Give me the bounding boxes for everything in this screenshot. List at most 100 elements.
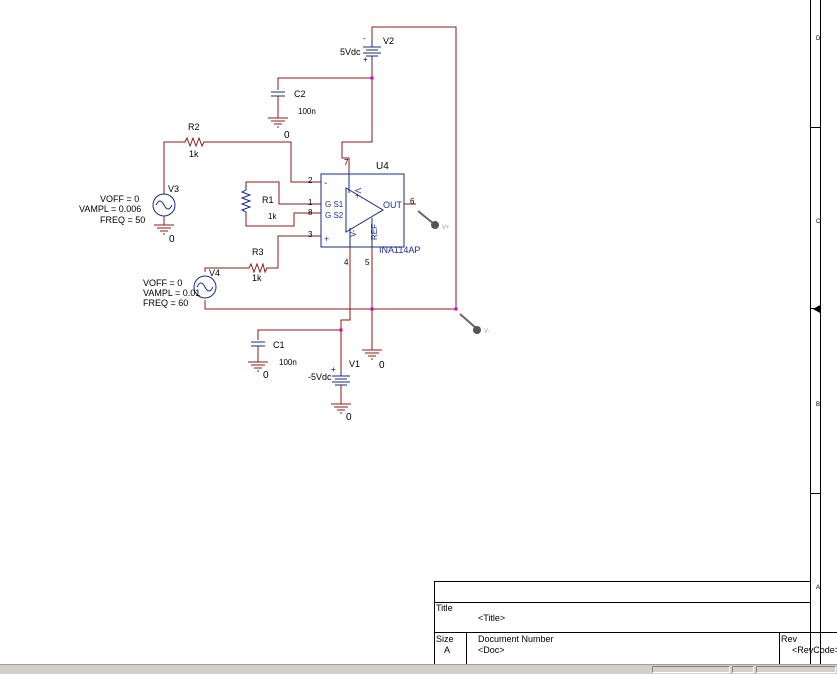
wire-v3-r2[interactable] bbox=[163, 141, 181, 194]
v2-value-label: 5Vdc bbox=[340, 47, 361, 57]
wires bbox=[163, 26, 457, 372]
v2-ref-label: V2 bbox=[383, 36, 394, 46]
pin-number: 1 bbox=[308, 198, 313, 207]
ground-label: 0 bbox=[169, 234, 175, 245]
docnum-label: Document Number bbox=[478, 634, 554, 644]
pin-number: 8 bbox=[308, 208, 313, 217]
pin-gs2-label: G S2 bbox=[325, 211, 344, 220]
zone-b-label: B bbox=[816, 402, 820, 408]
r2-value-label: 1k bbox=[189, 149, 199, 159]
v4-ref-label: V4 bbox=[209, 268, 220, 278]
ground-symbol: 0 bbox=[154, 224, 175, 245]
wire-vplus[interactable] bbox=[341, 78, 373, 175]
ground-symbol: 0 bbox=[362, 349, 385, 371]
voltage-probe-return[interactable]: V- bbox=[459, 313, 490, 335]
u4-ref-label: U4 bbox=[376, 161, 389, 172]
v4-voff-label: VOFF = 0 bbox=[143, 278, 182, 288]
pin-out-label: OUT bbox=[383, 200, 403, 210]
center-arrow-icon bbox=[813, 305, 820, 313]
wire-r3-pin3[interactable] bbox=[268, 235, 321, 269]
opamp-triangle-icon bbox=[345, 187, 384, 233]
battery-v2[interactable]: - + V2 5Vdc bbox=[340, 34, 394, 64]
voltage-probe-out[interactable]: V+ bbox=[417, 210, 450, 231]
pin-vminus-label: V- bbox=[349, 229, 358, 237]
resistor-r2[interactable]: R2 1k bbox=[181, 122, 207, 159]
c2-value-label: 100n bbox=[298, 107, 316, 116]
v3-vampl-label: VAMPL = 0.006 bbox=[79, 204, 141, 214]
zone-a-label: A bbox=[816, 585, 820, 591]
r3-value-label: 1k bbox=[252, 273, 262, 283]
wire-v4-r3[interactable] bbox=[204, 267, 246, 272]
wire-r2-pin2[interactable] bbox=[207, 141, 321, 183]
pin-number: 4 bbox=[344, 258, 349, 267]
battery-v1[interactable]: + V1 -5Vdc bbox=[308, 359, 360, 404]
probe-mark: V+ bbox=[442, 225, 450, 231]
size-label: Size bbox=[436, 634, 454, 644]
probe-mark: V- bbox=[484, 329, 490, 335]
pin-plus-label: + bbox=[324, 234, 329, 244]
capacitor-c2[interactable]: C2 100n bbox=[271, 89, 316, 118]
r1-value-label: 1k bbox=[268, 212, 277, 221]
wire-c2[interactable] bbox=[277, 77, 372, 90]
sine-source-v3[interactable]: V3 VOFF = 0 VAMPL = 0.006 FREQ = 50 bbox=[79, 184, 179, 225]
ground-label: 0 bbox=[346, 412, 352, 423]
resistor-r1[interactable]: R1 1k bbox=[240, 185, 277, 221]
wire-v2-top[interactable] bbox=[371, 26, 457, 309]
zone-d-label: D bbox=[816, 36, 821, 42]
r3-ref-label: R3 bbox=[252, 247, 264, 257]
v3-freq-label: FREQ = 50 bbox=[100, 215, 145, 225]
title-label: Title bbox=[436, 603, 453, 613]
probe-icon bbox=[431, 221, 439, 229]
status-cell bbox=[732, 666, 754, 673]
wire-return[interactable] bbox=[204, 300, 456, 310]
c1-ref-label: C1 bbox=[273, 340, 285, 350]
r1-ref-label: R1 bbox=[262, 195, 274, 205]
resistor-r3[interactable]: R3 1k bbox=[246, 247, 268, 283]
v1-ref-label: V1 bbox=[349, 359, 360, 369]
wire-vminus[interactable] bbox=[340, 247, 351, 330]
probe-stem bbox=[459, 313, 477, 329]
title-block: Title <Title> Size A Document Number <Do… bbox=[434, 581, 837, 664]
wire-c1[interactable] bbox=[257, 329, 341, 340]
ground-symbol: 0 bbox=[331, 403, 352, 423]
pin-gs1-label: G S1 bbox=[325, 200, 344, 209]
u4-part-label: INA114AP bbox=[379, 245, 420, 255]
rev-label: Rev bbox=[781, 634, 798, 644]
amplifier-u4[interactable]: U4 INA114AP - + G S1 G S2 OUT V+ V- REF … bbox=[308, 158, 420, 267]
junction-node bbox=[339, 328, 343, 332]
ground-symbol: 0 bbox=[268, 117, 290, 141]
status-cell bbox=[652, 666, 730, 673]
pin-number: 5 bbox=[365, 258, 370, 267]
polarity-minus: - bbox=[363, 34, 366, 43]
probe-stem bbox=[417, 210, 435, 225]
wire-r1-top[interactable] bbox=[245, 181, 321, 205]
title-value: <Title> bbox=[478, 613, 505, 623]
pin-vplus-label: V+ bbox=[353, 188, 362, 198]
junction-node bbox=[370, 307, 374, 311]
capacitor-c1[interactable]: C1 100n bbox=[251, 340, 297, 367]
pin-minus-label: - bbox=[324, 178, 327, 189]
v4-vampl-label: VAMPL = 0.01 bbox=[143, 288, 200, 298]
junction-node bbox=[370, 76, 374, 80]
resistor-zigzag bbox=[246, 262, 268, 274]
ground-label: 0 bbox=[284, 130, 290, 141]
pin-number: 2 bbox=[308, 176, 313, 185]
resistor-zigzag bbox=[240, 185, 252, 215]
ground-symbol: 0 bbox=[248, 361, 269, 381]
source-circle bbox=[193, 275, 217, 299]
wire-r1-bot[interactable] bbox=[245, 212, 321, 227]
sine-icon bbox=[155, 200, 173, 210]
sine-icon bbox=[196, 282, 214, 292]
sine-source-v4[interactable]: V4 VOFF = 0 VAMPL = 0.01 FREQ = 60 bbox=[143, 268, 220, 308]
junction-node bbox=[454, 307, 458, 311]
status-cell bbox=[756, 666, 836, 673]
v3-voff-label: VOFF = 0 bbox=[100, 194, 139, 204]
c2-ref-label: C2 bbox=[294, 89, 306, 99]
ground-label: 0 bbox=[379, 360, 385, 371]
resistor-zigzag bbox=[181, 136, 207, 148]
size-value: A bbox=[444, 645, 450, 655]
v1-value-label: -5Vdc bbox=[308, 372, 332, 382]
polarity-plus: + bbox=[331, 365, 336, 374]
pin-number: 6 bbox=[410, 197, 415, 206]
